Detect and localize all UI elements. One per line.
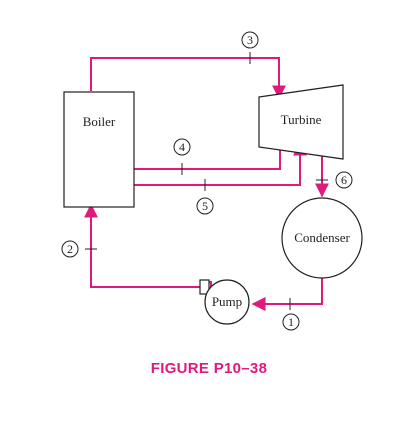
pipe-pump-to-boiler xyxy=(84,203,207,288)
state-label-1: 1 xyxy=(282,313,300,331)
pump: Pump xyxy=(199,279,250,325)
turbine: Turbine xyxy=(258,84,344,160)
pipe-turbine-to-reheat xyxy=(120,143,281,170)
condenser: Condenser xyxy=(281,197,363,279)
state-ticks xyxy=(85,52,328,310)
state-label-6: 6 xyxy=(335,171,353,189)
condenser-label: Condenser xyxy=(294,230,350,245)
state-label-4: 4 xyxy=(173,138,191,156)
pipe-reheat-to-turbine xyxy=(120,141,307,186)
state-label-5: 5 xyxy=(196,197,214,215)
svg-text:5: 5 xyxy=(202,199,208,213)
svg-text:1: 1 xyxy=(288,315,294,329)
boiler-label: Boiler xyxy=(83,114,116,129)
pipe-condenser-to-pump xyxy=(251,278,323,311)
pipe-boiler-to-turbine xyxy=(90,57,286,100)
turbine-label: Turbine xyxy=(281,112,322,127)
state-label-3: 3 xyxy=(241,31,259,49)
figure-caption: FIGURE P10–38 xyxy=(151,360,267,377)
svg-text:6: 6 xyxy=(341,173,347,187)
boiler: Boiler xyxy=(63,91,135,208)
pump-label: Pump xyxy=(212,294,242,309)
state-label-2: 2 xyxy=(61,240,79,258)
svg-text:2: 2 xyxy=(67,242,73,256)
svg-text:4: 4 xyxy=(179,140,185,154)
svg-text:3: 3 xyxy=(247,33,253,47)
